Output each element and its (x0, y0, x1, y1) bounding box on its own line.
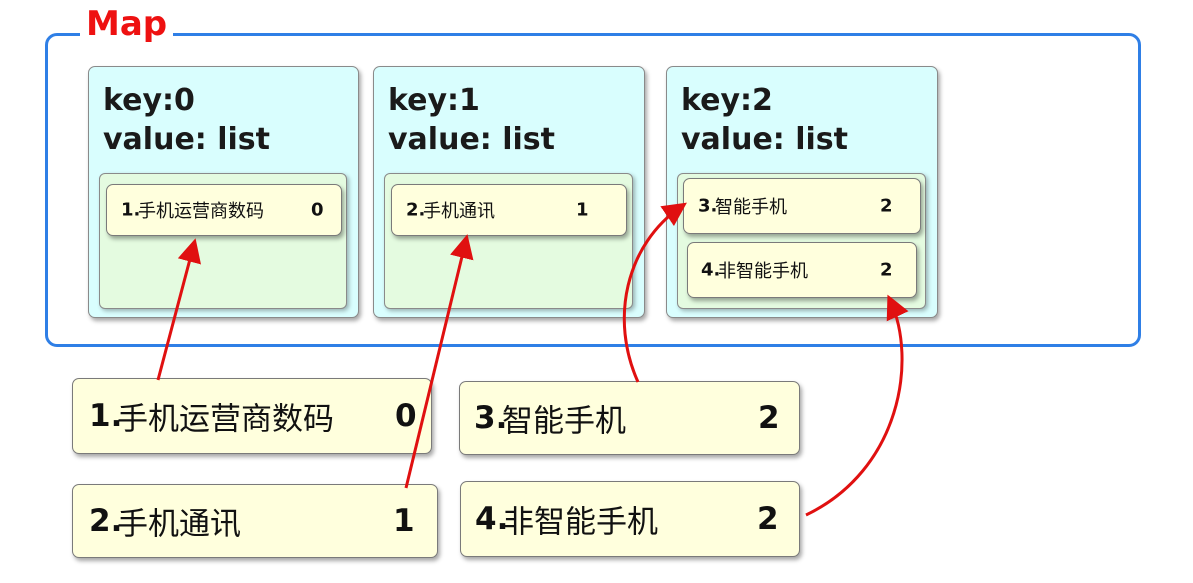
item-id: 2 (880, 195, 893, 217)
list-item: 4. 非智能手机 2 (687, 242, 917, 298)
map-title: Map (80, 2, 174, 46)
bucket-key-2: key:2 value: list 3. 智能手机 2 4. 非智能手机 2 (666, 66, 938, 318)
bucket-key-label: key:0 (103, 83, 195, 118)
list-box: 2. 手机通讯 1 (384, 173, 633, 309)
source-item-1: 1. 手机运营商数码 0 (72, 378, 432, 454)
item-number: 2. (406, 199, 426, 221)
list-box: 3. 智能手机 2 4. 非智能手机 2 (677, 173, 926, 309)
item-number: 3. (698, 195, 718, 217)
item-name: 手机通讯 (117, 506, 241, 543)
item-name: 手机通讯 (423, 201, 495, 222)
item-id: 0 (395, 398, 417, 434)
arrow-item-4 (805, 294, 909, 517)
item-name: 手机运营商数码 (138, 201, 264, 222)
item-name: 非智能手机 (718, 261, 808, 282)
arrow-item-2 (404, 234, 474, 489)
item-number: 4. (475, 501, 509, 537)
bucket-value-label: value: list (103, 122, 270, 157)
bucket-key-label: key:1 (388, 83, 480, 118)
bucket-key-1: key:1 value: list 2. 手机通讯 1 (373, 66, 645, 318)
item-id: 0 (311, 199, 324, 221)
item-id: 2 (757, 501, 779, 537)
list-box: 1. 手机运营商数码 0 (99, 173, 347, 309)
item-id: 1 (393, 503, 415, 539)
bucket-key-0: key:0 value: list 1. 手机运营商数码 0 (88, 66, 359, 318)
bucket-value-label: value: list (388, 122, 555, 157)
arrow-item-1 (156, 238, 201, 381)
item-id: 2 (758, 400, 780, 436)
item-id: 1 (576, 199, 589, 221)
list-item: 1. 手机运营商数码 0 (106, 184, 342, 236)
item-name: 非智能手机 (503, 504, 658, 541)
item-number: 1. (121, 199, 141, 221)
item-name: 智能手机 (502, 403, 626, 440)
source-item-3: 3. 智能手机 2 (459, 381, 800, 455)
bucket-key-label: key:2 (681, 83, 773, 118)
list-item: 3. 智能手机 2 (683, 178, 921, 234)
item-number: 2. (89, 503, 123, 539)
arrow-item-3 (622, 202, 687, 383)
item-name: 智能手机 (715, 197, 787, 218)
item-number: 3. (474, 400, 508, 436)
source-item-4: 4. 非智能手机 2 (460, 481, 800, 557)
item-number: 4. (701, 259, 721, 281)
bucket-value-label: value: list (681, 122, 848, 157)
item-name: 手机运营商数码 (117, 401, 334, 438)
item-id: 2 (880, 259, 893, 281)
item-number: 1. (89, 398, 123, 434)
list-item: 2. 手机通讯 1 (391, 184, 627, 236)
source-item-2: 2. 手机通讯 1 (72, 484, 438, 558)
